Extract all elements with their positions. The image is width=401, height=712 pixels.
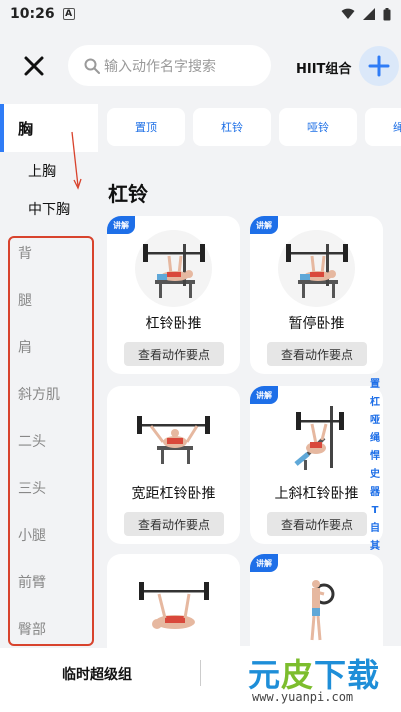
close-button[interactable]: [20, 52, 48, 80]
standing-plate-press-figure-icon: [310, 580, 335, 641]
explain-badge: 讲解: [250, 554, 278, 572]
index-item[interactable]: 自: [370, 523, 380, 534]
exercise-name: 杠铃卧推: [145, 316, 202, 332]
exercise-card[interactable]: 讲解 杠铃卧推 查看动作要点: [107, 216, 240, 374]
exercise-name: 暂停卧推: [288, 316, 345, 332]
index-item[interactable]: 悍: [370, 451, 380, 462]
search-input[interactable]: 输入动作名字搜索: [68, 45, 271, 86]
signal-icon: [363, 8, 375, 20]
index-item[interactable]: 史: [370, 469, 380, 480]
bent-over-row-figure-icon: [139, 582, 209, 629]
watermark-brand-b: 皮: [281, 656, 315, 694]
wifi-icon: [341, 8, 355, 19]
view-key-points-button[interactable]: 查看动作要点: [124, 512, 224, 536]
chip-dumbbell[interactable]: 哑铃: [279, 108, 357, 146]
watermark-url: www.yuanpi.com: [252, 690, 354, 704]
chip-cable[interactable]: 绳索: [365, 108, 401, 146]
add-button[interactable]: [359, 46, 399, 86]
sidebar-item-label: 胸: [18, 119, 34, 138]
index-item[interactable]: 其: [370, 541, 380, 552]
sidebar-item-glutes[interactable]: 臀部: [18, 622, 46, 638]
exercise-card[interactable]: 讲解 暂停卧推 查看动作要点: [250, 216, 383, 374]
hiit-combo-button[interactable]: HIIT组合: [296, 62, 352, 77]
sidebar-item-chest[interactable]: 胸: [0, 104, 98, 152]
sidebar-item-legs[interactable]: 腿: [18, 293, 32, 309]
chip-barbell[interactable]: 杠铃: [193, 108, 271, 146]
explain-badge: 讲解: [107, 216, 135, 234]
exercise-card[interactable]: 讲解 上斜杠铃卧推 查看动作要点: [250, 386, 383, 544]
exercise-image: [135, 568, 212, 645]
bench-press-figure-icon: [143, 244, 205, 298]
sidebar-item-biceps[interactable]: 二头: [18, 434, 46, 450]
view-key-points-button[interactable]: 查看动作要点: [267, 342, 367, 366]
sidebar-item-triceps[interactable]: 三头: [18, 481, 46, 497]
sidebar-sub-upper-chest[interactable]: 上胸: [28, 164, 56, 180]
temp-superset-button[interactable]: 临时超级组: [62, 667, 132, 683]
active-indicator: [0, 104, 4, 152]
wide-grip-bench-press-figure-icon: [137, 416, 210, 464]
alphabet-index-bar[interactable]: 置 杠 哑 绳 悍 史 器 T 自 其: [368, 376, 382, 556]
notification-a-icon: A: [62, 8, 75, 20]
sidebar-item-back[interactable]: 背: [18, 246, 32, 262]
index-item[interactable]: 杠: [370, 397, 380, 408]
exercise-name: 上斜杠铃卧推: [274, 486, 359, 502]
search-icon: [84, 58, 100, 74]
view-key-points-button[interactable]: 查看动作要点: [124, 342, 224, 366]
filter-chips: 置顶 杠铃 哑铃 绳索: [107, 108, 401, 148]
explain-badge: 讲解: [250, 216, 278, 234]
index-item[interactable]: 哑: [370, 415, 380, 426]
exercise-image: [278, 568, 355, 645]
exercise-image: [135, 400, 212, 477]
index-item[interactable]: T: [371, 505, 379, 516]
exercise-name: 宽距杠铃卧推: [131, 486, 216, 502]
view-key-points-button[interactable]: 查看动作要点: [267, 512, 367, 536]
sidebar-sub-mid-lower-chest[interactable]: 中下胸: [28, 202, 70, 218]
status-time: 10:26: [10, 6, 55, 22]
index-item[interactable]: 绳: [370, 433, 380, 444]
chip-pinned[interactable]: 置顶: [107, 108, 185, 146]
annotation-arrow-icon: [71, 131, 82, 190]
search-placeholder: 输入动作名字搜索: [104, 58, 216, 75]
incline-bench-press-figure-icon: [294, 406, 344, 470]
sidebar-item-shoulders[interactable]: 肩: [18, 340, 32, 356]
plus-icon: [368, 55, 390, 77]
status-right-icons: [341, 7, 391, 21]
watermark-brand-c: 下载: [314, 656, 381, 694]
sidebar-item-forearms[interactable]: 前臂: [18, 575, 46, 591]
battery-icon: [383, 7, 391, 20]
explain-badge: 讲解: [250, 386, 278, 404]
exercise-image: [278, 400, 355, 477]
close-icon: [24, 56, 44, 76]
watermark-brand-a: 元: [248, 656, 282, 694]
exercise-card[interactable]: 宽距杠铃卧推 查看动作要点: [107, 386, 240, 544]
index-item[interactable]: 置: [370, 379, 380, 390]
top-bar: 输入动作名字搜索 HIIT组合: [0, 36, 401, 100]
category-sidebar: 胸 上胸 中下胸 背 腿 肩 斜方肌 二头 三头 小腿 前臂 臀部: [0, 104, 98, 648]
status-bar: 10:26 A: [0, 0, 401, 28]
annotation-highlight-box: [8, 236, 94, 646]
sidebar-item-traps[interactable]: 斜方肌: [18, 387, 60, 403]
exercise-image: [135, 230, 212, 307]
watermark-brand: 元皮下载: [248, 650, 380, 696]
bottom-divider: [200, 660, 201, 686]
index-item[interactable]: 器: [370, 487, 380, 498]
sidebar-item-calves[interactable]: 小腿: [18, 528, 46, 544]
watermark-logo: 元皮下载 www.yuanpi.com: [236, 646, 401, 712]
paused-bench-press-figure-icon: [286, 244, 348, 298]
exercise-image: [278, 230, 355, 307]
section-title: 杠铃: [108, 182, 148, 206]
